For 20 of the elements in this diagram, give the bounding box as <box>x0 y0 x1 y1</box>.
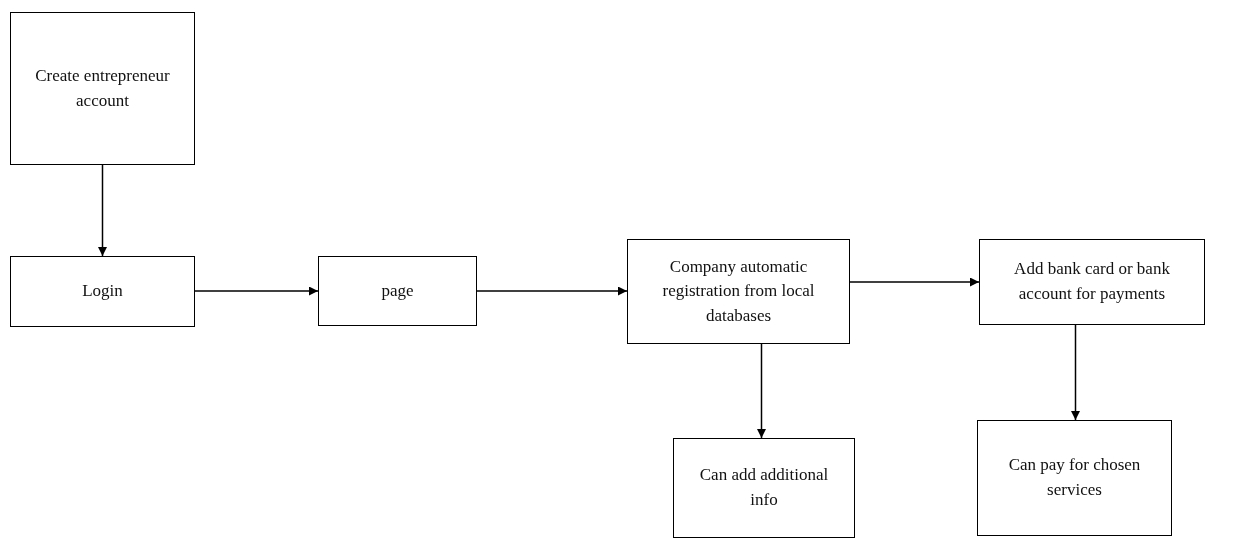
process-box <box>627 239 850 344</box>
process-box <box>977 420 1172 536</box>
box-label: Can add additional info <box>698 464 830 511</box>
process-box <box>10 12 195 165</box>
process-box <box>979 239 1205 325</box>
arrow <box>194 286 319 296</box>
box-label: Create entrepreneur account <box>34 64 171 112</box>
arrow <box>849 277 980 287</box>
box-label: Company automatic registration from local databases <box>661 255 816 327</box>
process-box <box>10 256 195 327</box>
box-label: Can pay for chosen services <box>1007 454 1142 501</box>
box-label: page <box>381 279 414 302</box>
arrow <box>98 164 107 257</box>
process-box <box>318 256 477 326</box>
arrow <box>1071 324 1080 421</box>
box-label: Add bank card or bank account for payments <box>1013 258 1171 305</box>
process-box <box>673 438 855 538</box>
arrow <box>757 343 766 439</box>
box-label: Login <box>82 280 123 303</box>
arrow <box>476 286 628 296</box>
